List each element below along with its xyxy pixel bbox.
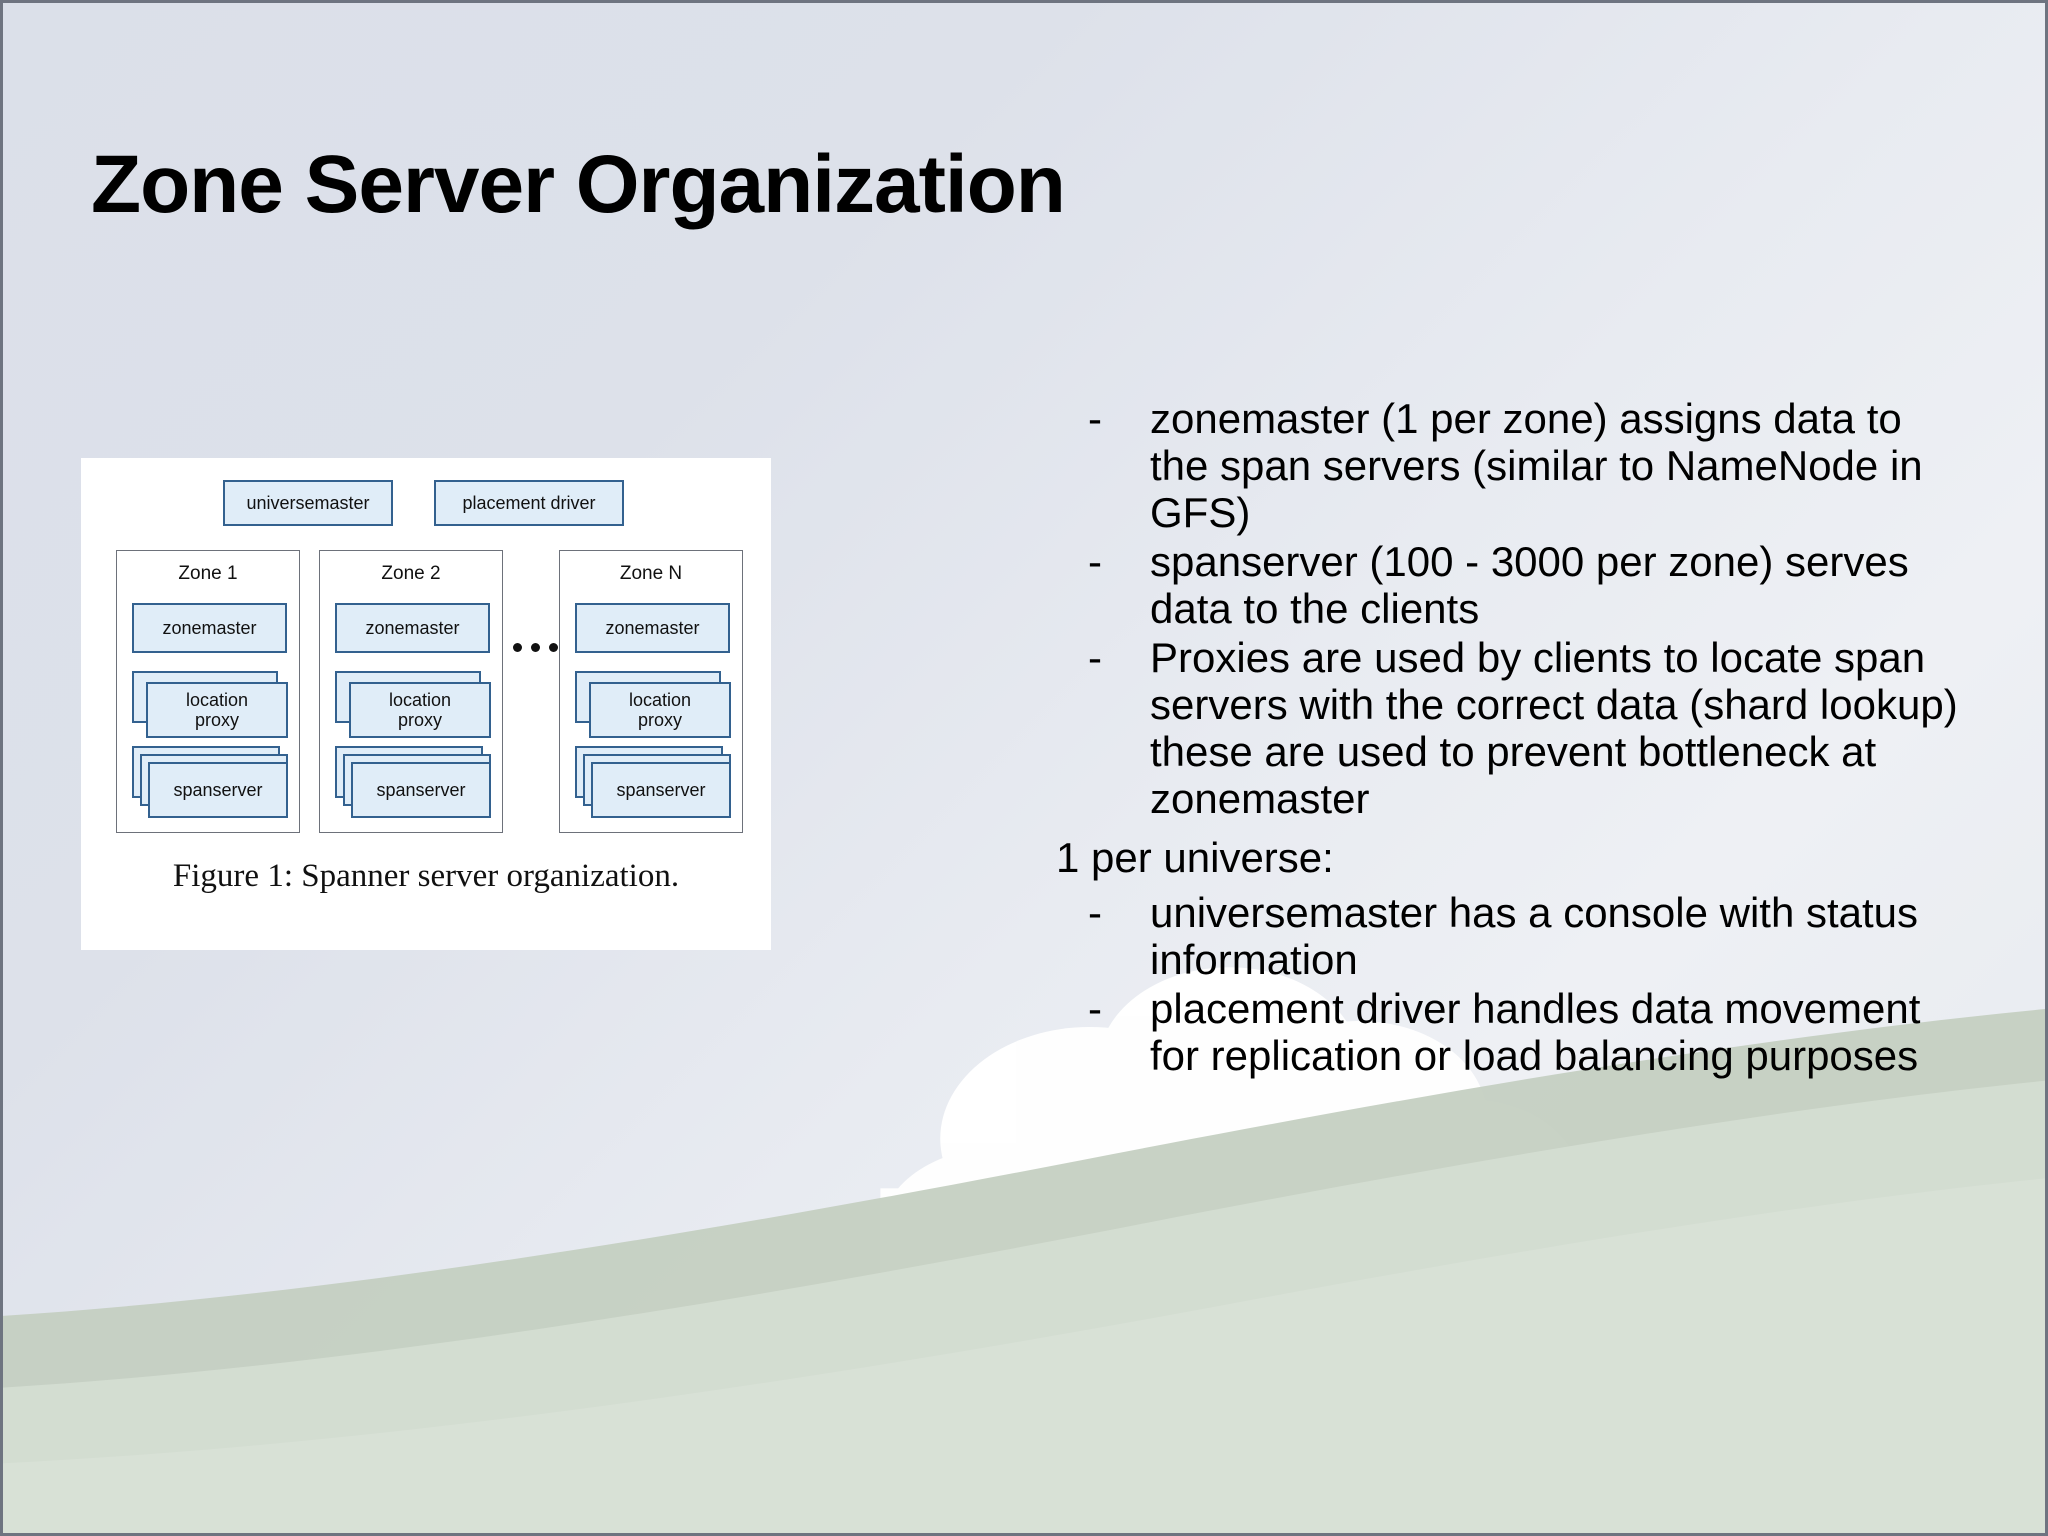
zone-frame-n: Zone N zonemaster location proxy spanser… bbox=[559, 550, 743, 833]
zone2-zonemaster: zonemaster bbox=[335, 603, 490, 653]
zone1-spanserver: spanserver bbox=[148, 762, 288, 818]
zone2-zonemaster-label: zonemaster bbox=[365, 617, 460, 638]
zonen-location-proxy-line2: proxy bbox=[637, 710, 682, 730]
universemaster-label: universemaster bbox=[246, 492, 370, 513]
zone-frame-2: Zone 2 zonemaster location proxy spanser… bbox=[319, 550, 503, 833]
zonen-spanserver-label: spanserver bbox=[616, 779, 706, 800]
zone1-location-proxy: location proxy bbox=[146, 682, 288, 738]
zonen-location-proxy-line1: location bbox=[628, 689, 692, 710]
bullet-marker: - bbox=[1088, 985, 1102, 1033]
bullet-marker: - bbox=[1088, 634, 1102, 682]
bullet-marker: - bbox=[1088, 395, 1102, 442]
zone-frame-1: Zone 1 zonemaster location proxy spanser… bbox=[116, 550, 300, 833]
bullet-item: - Proxies are used by clients to locate … bbox=[1088, 634, 1968, 822]
bullet-text: placement driver handles data movement f… bbox=[1150, 985, 1921, 1080]
bullet-text: zonemaster (1 per zone) assigns data to … bbox=[1150, 395, 1923, 537]
zone1-spanserver-label: spanserver bbox=[173, 779, 263, 800]
zone2-location-proxy: location proxy bbox=[349, 682, 491, 738]
zone1-location-proxy-line1: location bbox=[185, 689, 249, 710]
zone2-spanserver: spanserver bbox=[351, 762, 491, 818]
zonen-location-proxy: location proxy bbox=[589, 682, 731, 738]
zone2-location-proxy-line2: proxy bbox=[397, 710, 442, 730]
bullet-item: - spanserver (100 - 3000 per zone) serve… bbox=[1088, 538, 1968, 632]
zone-title-1: Zone 1 bbox=[178, 563, 238, 584]
bullet-item: - placement driver handles data movement… bbox=[1088, 985, 1968, 1079]
zonen-zonemaster-label: zonemaster bbox=[605, 617, 700, 638]
figure-diagram: universemaster placement driver Zone 1 z… bbox=[81, 458, 771, 950]
diagram-box-universemaster: universemaster bbox=[223, 480, 393, 526]
zone2-spanserver-label: spanserver bbox=[376, 779, 466, 800]
zone-title-2: Zone 2 bbox=[381, 563, 441, 584]
bullet-marker: - bbox=[1088, 889, 1102, 937]
zone-title-n: Zone N bbox=[619, 563, 683, 584]
bullet-item: - universemaster has a console with stat… bbox=[1088, 889, 1968, 983]
zone2-location-proxy-line1: location bbox=[388, 689, 452, 710]
zonen-zonemaster: zonemaster bbox=[575, 603, 730, 653]
bullet-text: spanserver (100 - 3000 per zone) serves … bbox=[1150, 538, 1909, 633]
hill-back bbox=[3, 1009, 2045, 1533]
zonen-spanserver: spanserver bbox=[591, 762, 731, 818]
diagram-box-placement-driver: placement driver bbox=[434, 480, 624, 526]
figure-panel: universemaster placement driver Zone 1 z… bbox=[81, 458, 771, 950]
section-heading: 1 per universe: bbox=[1056, 834, 1334, 882]
content-column: - zonemaster (1 per zone) assigns data t… bbox=[1056, 395, 1968, 1081]
zone1-zonemaster-label: zonemaster bbox=[162, 617, 257, 638]
bullet-item: - zonemaster (1 per zone) assigns data t… bbox=[1088, 395, 1968, 536]
zone1-zonemaster: zonemaster bbox=[132, 603, 287, 653]
figure-caption: Figure 1: Spanner server organization. bbox=[172, 858, 680, 894]
page-title: Zone Server Organization bbox=[91, 139, 1066, 230]
bullet-text: Proxies are used by clients to locate sp… bbox=[1150, 634, 1958, 823]
zone1-location-proxy-line2: proxy bbox=[194, 710, 239, 730]
bullet-marker: - bbox=[1088, 538, 1102, 586]
bullet-text: universemaster has a console with status… bbox=[1150, 889, 1919, 984]
hill-front bbox=[3, 1080, 2045, 1533]
placement-driver-label: placement driver bbox=[462, 492, 596, 513]
hill-highlight bbox=[3, 1178, 2045, 1533]
ellipsis-icon bbox=[513, 643, 558, 652]
